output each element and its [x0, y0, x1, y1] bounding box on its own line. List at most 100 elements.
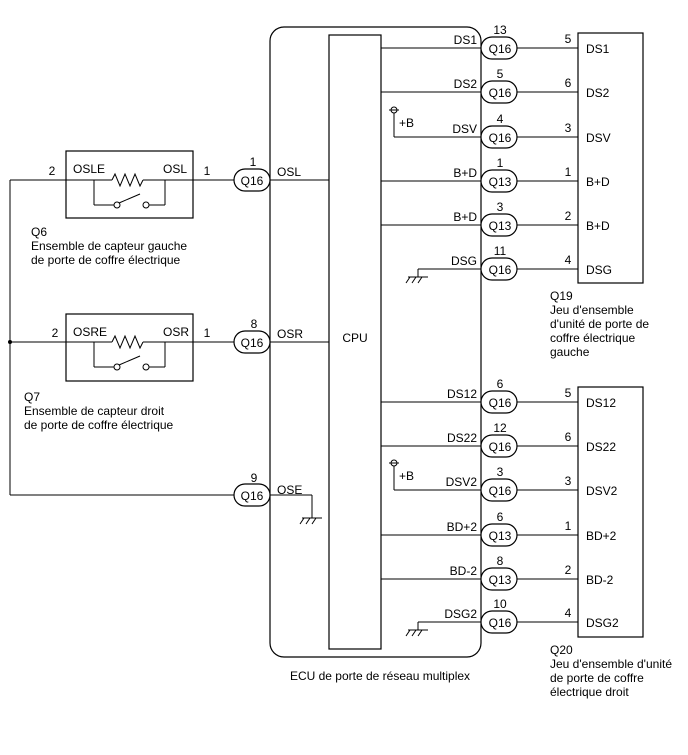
pin-number: 10: [493, 597, 507, 611]
unit-pin-number: 2: [565, 563, 572, 577]
pin-number: 4: [497, 112, 504, 126]
ecu-left-pin-osr: 8 Q16 OSR: [233, 317, 303, 354]
pin-number: 12: [493, 421, 507, 435]
q20-unit: [577, 386, 644, 638]
connector-label: Q13: [489, 573, 512, 587]
q19-desc-2: d'unité de porte de: [550, 317, 649, 331]
q19-unit: [577, 32, 644, 284]
pin-number: 13: [493, 23, 507, 37]
q6-sensor: OSLE OSL: [65, 150, 194, 219]
ecu-pin-name: DSV2: [446, 475, 478, 489]
unit-pin-number: 6: [565, 76, 572, 90]
pin-name: OSR: [277, 327, 303, 341]
unit-pin-name: B+D: [586, 219, 610, 233]
connector-label: Q16: [489, 42, 512, 56]
connector-label: Q16: [241, 174, 264, 188]
ecu-left-pin-ose: 9 Q16 OSE: [233, 471, 302, 507]
unit-pin-number: 3: [565, 474, 572, 488]
ecu-pin-name: DS2: [454, 77, 478, 91]
pin-number: 3: [497, 200, 504, 214]
q6-id: Q6: [31, 225, 47, 239]
ecu-left-pin-osl: 1 Q16 OSL: [233, 155, 301, 192]
connector-label: Q13: [489, 219, 512, 233]
unit-pin-number: 4: [565, 606, 572, 620]
unit-pin-name: DS12: [586, 396, 616, 410]
q19-desc-4: gauche: [550, 345, 590, 359]
pin-number: 1: [497, 156, 504, 170]
unit-pin-number: 3: [565, 121, 572, 135]
ecu-pin-name: B+D: [453, 166, 477, 180]
q7-pin-left: 2: [52, 326, 59, 340]
q20-desc-3: électrique droit: [550, 685, 629, 699]
connector-label: Q16: [489, 263, 512, 277]
q20-desc-1: Jeu d'ensemble d'unité: [550, 657, 672, 671]
unit-pin-name: DSG2: [586, 616, 619, 630]
unit-pin-number: 5: [565, 32, 572, 46]
connector-label: Q16: [241, 336, 264, 350]
pin-number: 6: [497, 377, 504, 391]
ecu-label: ECU de porte de réseau multiplex: [290, 669, 470, 683]
unit-pin-name: DSG: [586, 263, 612, 277]
connector-label: Q16: [489, 440, 512, 454]
unit-pin-name: DSV: [586, 131, 611, 145]
pin-number: 1: [250, 155, 257, 169]
q7-desc1: Ensemble de capteur droit: [24, 404, 165, 418]
connector-label: Q16: [489, 86, 512, 100]
q7-id: Q7: [24, 390, 40, 404]
unit-pin-number: 5: [565, 386, 572, 400]
pin-name: OSE: [277, 483, 302, 497]
unit-pin-name: DS1: [586, 42, 610, 56]
q7-desc2: de porte de coffre électrique: [24, 418, 174, 432]
cpu-block: [328, 34, 382, 650]
q7-right-label: OSR: [163, 325, 189, 339]
ecu-pin-name: DS1: [454, 33, 478, 47]
pin-number: 9: [251, 471, 258, 485]
ecu-pin-name: DS12: [447, 387, 477, 401]
ecu-pin-name: B+D: [453, 210, 477, 224]
connector-label: Q13: [489, 529, 512, 543]
q6-pin-right: 1: [204, 164, 211, 178]
unit-pin-number: 6: [565, 430, 572, 444]
connector-label: Q13: [489, 175, 512, 189]
pin-number: 3: [497, 465, 504, 479]
q7-pin-right: 1: [204, 326, 211, 340]
pin-number: 6: [497, 510, 504, 524]
q19-desc-1: Jeu d'ensemble: [550, 303, 634, 317]
pin-number: 8: [251, 317, 258, 331]
q20-id: Q20: [550, 643, 573, 657]
pin-number: 11: [494, 244, 507, 258]
connector-label: Q16: [489, 484, 512, 498]
unit-pin-name: BD+2: [586, 529, 617, 543]
q6-desc1: Ensemble de capteur gauche: [31, 239, 187, 253]
q6-pin-left: 2: [49, 164, 56, 178]
ecu-pin-name: BD-2: [450, 564, 478, 578]
ecu-pin-name: DSV: [452, 122, 477, 136]
unit-pin-name: DS22: [586, 440, 616, 454]
connector-label: Q16: [489, 396, 512, 410]
connector-label: Q16: [489, 616, 512, 630]
q19-desc-3: coffre électrique: [550, 331, 635, 345]
q19-id: Q19: [550, 289, 573, 303]
ecu-pin-name: BD+2: [447, 520, 478, 534]
q6-right-label: OSL: [163, 162, 187, 176]
cpu-label: CPU: [342, 331, 367, 345]
q7-left-label: OSRE: [73, 325, 107, 339]
ecu-pin-name: DSG2: [444, 607, 477, 621]
plus-b-top: +B: [399, 116, 414, 130]
unit-pin-name: DS2: [586, 86, 610, 100]
unit-pin-name: B+D: [586, 175, 610, 189]
unit-pin-name: BD-2: [586, 573, 614, 587]
unit-pin-number: 4: [565, 253, 572, 267]
